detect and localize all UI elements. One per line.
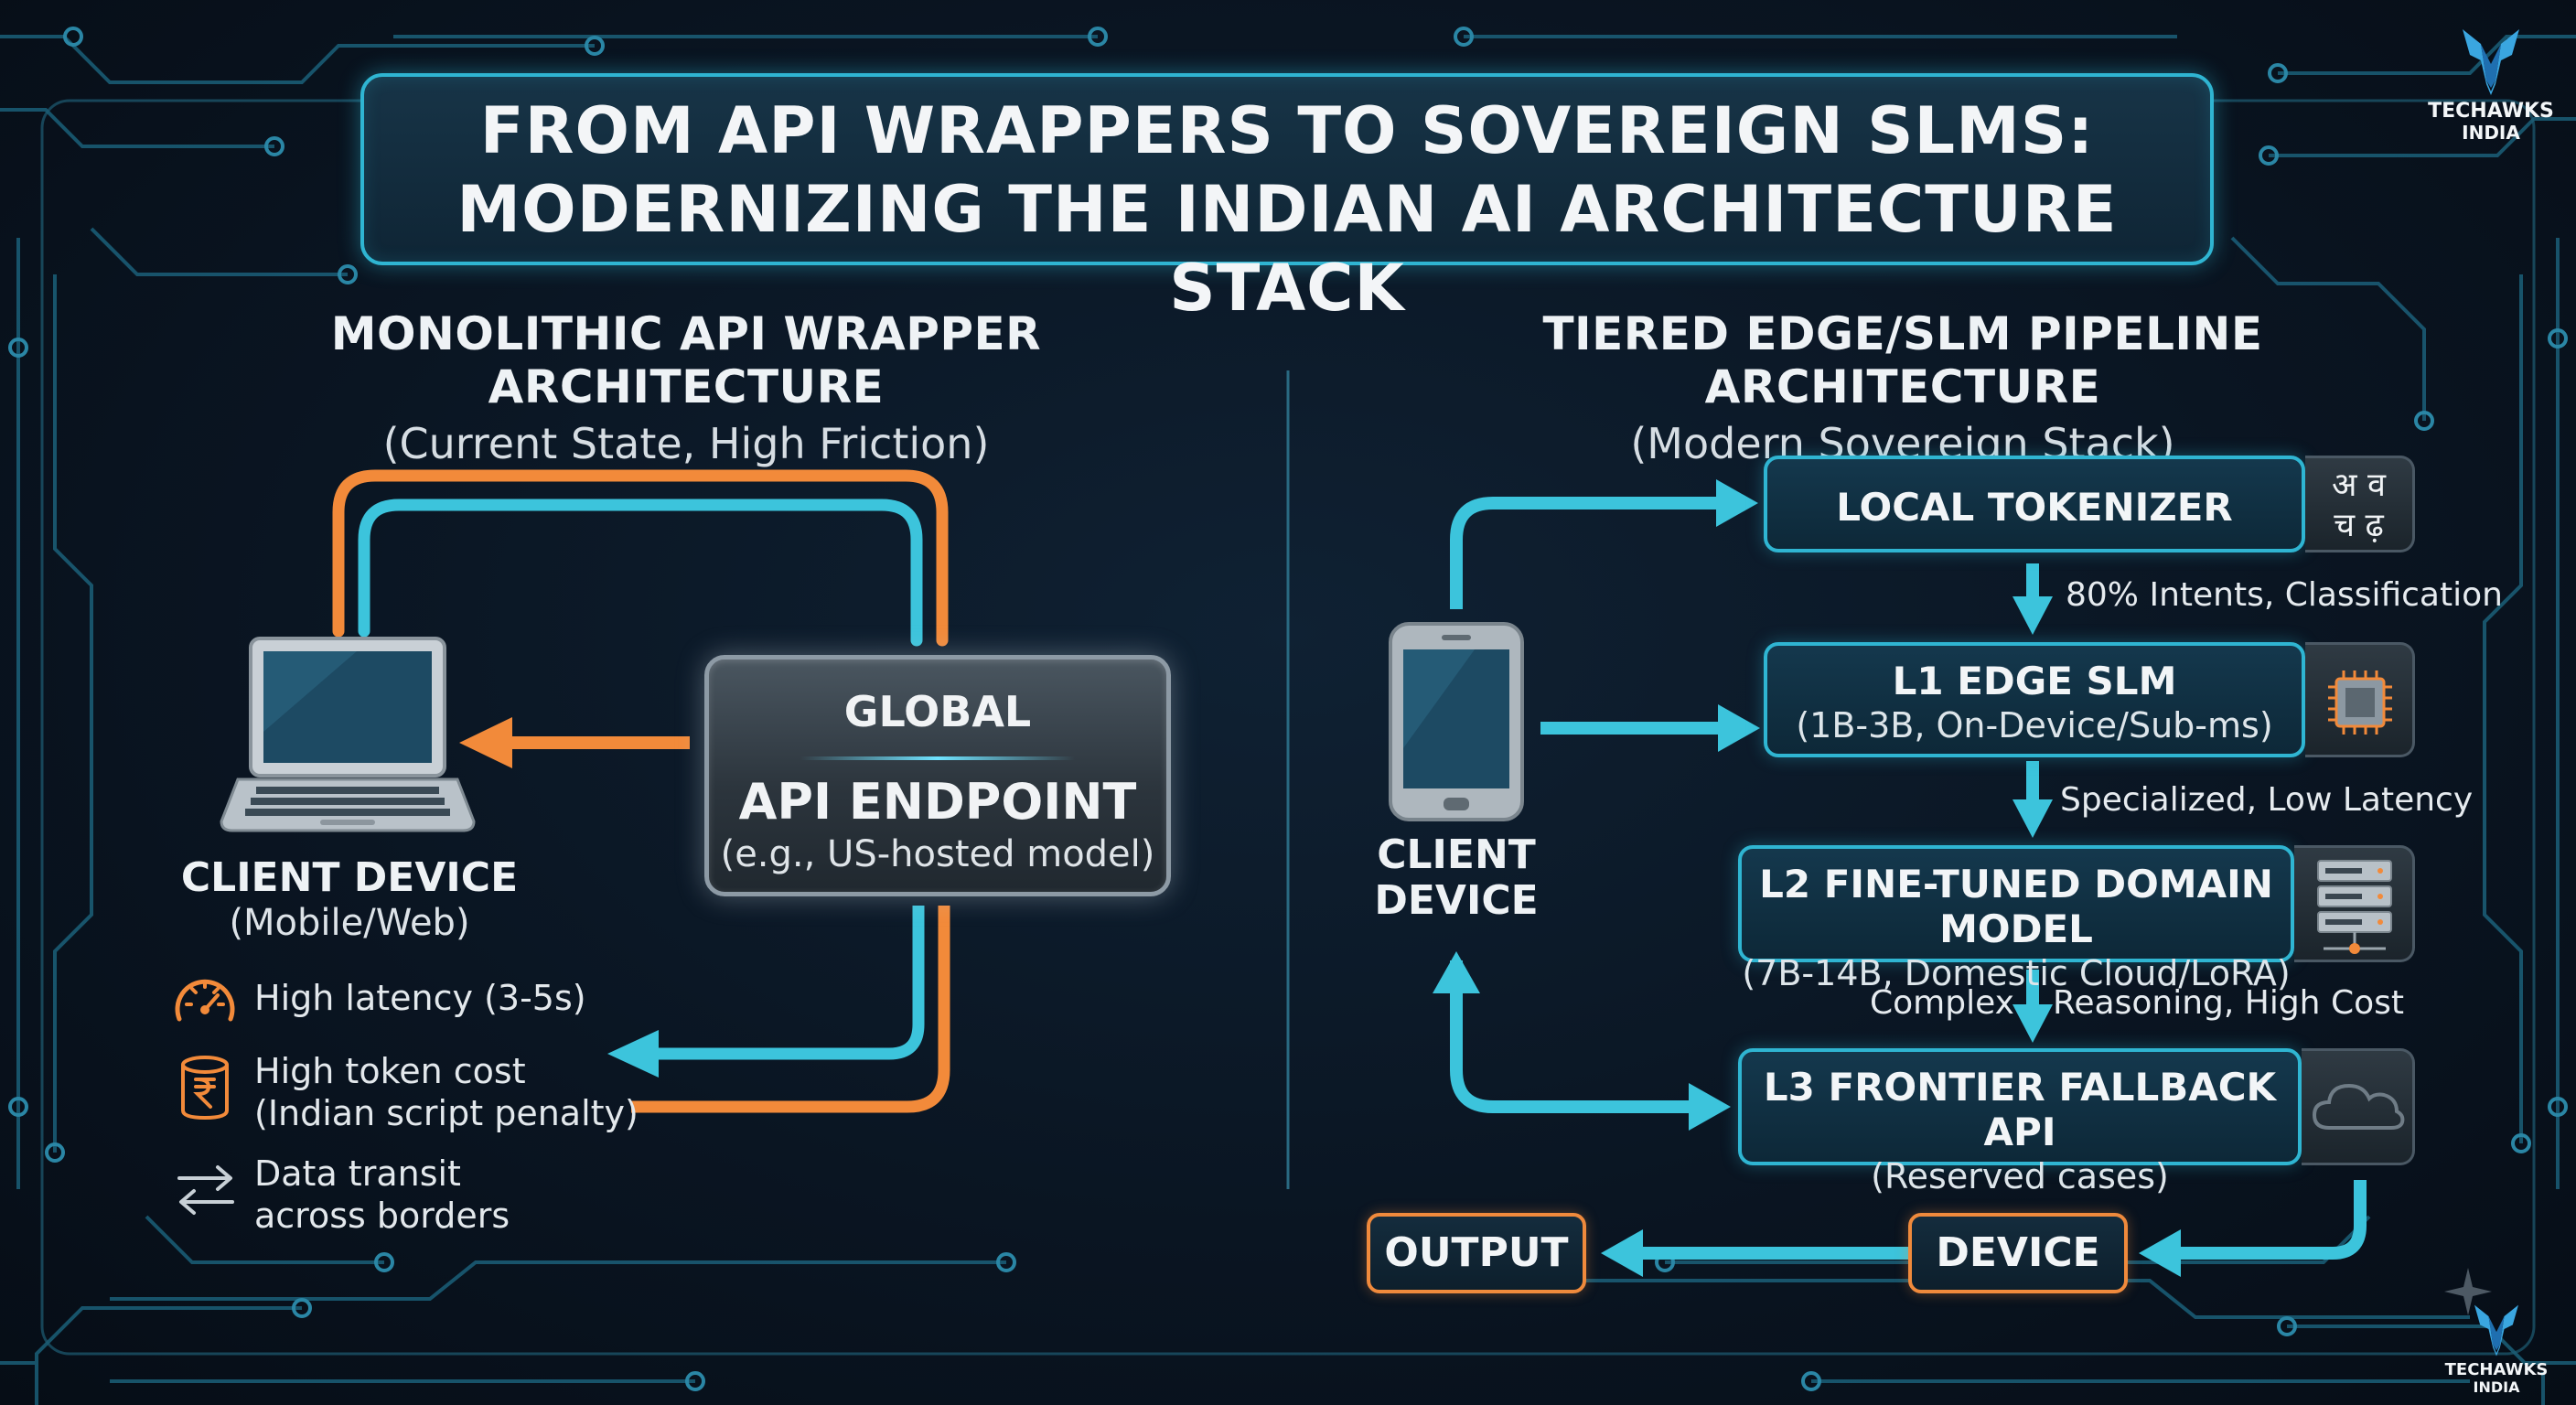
device-box: DEVICE [1908,1213,2128,1293]
title-line-2: MODERNIZING THE INDIAN AI ARCHITECTURE S… [456,172,2118,326]
issue-token-cost: High token cost (Indian script penalty) [254,1050,639,1134]
l3-fallback-api-title: L3 FRONTIER FALLBACK API [1763,1065,2277,1154]
pipeline-arrowheads [1433,479,2181,1277]
flow-label-2: Specialized, Low Latency [2060,781,2474,819]
l1-edge-slm-subtitle: (1B-3B, On-Device/Sub-ms) [1796,705,2273,745]
output-box: OUTPUT [1367,1213,1586,1293]
hawk-logo-icon [2463,29,2519,95]
right-client-label-line-1: CLIENT [1377,831,1536,878]
issue-latency: High latency (3-5s) [254,977,586,1019]
l1-icon-panel [2305,642,2415,757]
devanagari-glyphs-2: च ढ़ [2334,507,2384,544]
flow-label-4: Reasoning, High Cost [2053,984,2404,1022]
brand-region: INDIA [2473,1378,2520,1396]
brand-name: TECHAWKS [2444,1360,2549,1379]
flow-label-3: Complex [1870,984,2014,1022]
title-line-1: FROM API WRAPPERS TO SOVEREIGN SLMS: [479,93,2095,168]
pipeline-arrows [1450,497,2367,1260]
l3-icon-panel [2302,1048,2415,1165]
l3-fallback-api-box: L3 FRONTIER FALLBACK API (Reserved cases… [1738,1048,2302,1196]
response-arrow [459,717,690,768]
loop-arrow-top [332,469,949,647]
hawk-logo-icon [2474,1304,2519,1357]
smartphone-icon [1389,622,1524,821]
title-banner: FROM API WRAPPERS TO SOVEREIGN SLMS: MOD… [360,73,2214,326]
sparkle-icon [2444,1268,2492,1315]
l1-edge-slm-title: L1 EDGE SLM [1892,659,2177,703]
flow-label-1: 80% Intents, Classification [2066,576,2503,614]
issue-transit-line-1: Data transit [254,1153,461,1194]
issue-latency-line-1: High latency (3-5s) [254,978,586,1018]
api-divider [800,756,1075,760]
api-example-label: (e.g., US-hosted model) [720,833,1155,875]
issue-token-line-2: (Indian script penalty) [254,1093,639,1133]
brand-logo-bottom: TECHAWKS INDIA [2437,1301,2556,1396]
right-client-label: CLIENT DEVICE [1365,832,1548,924]
l2-domain-model-box: L2 FINE-TUNED DOMAIN MODEL (7B-14B, Dome… [1738,845,2294,993]
local-tokenizer-title: LOCAL TOKENIZER [1836,485,2233,530]
tokenizer-icon-panel: अ व च ढ़ [2305,456,2415,552]
l2-icon-panel [2294,845,2415,962]
issue-token-line-1: High token cost [254,1051,526,1091]
issue-transit-line-2: across borders [254,1196,510,1236]
left-client-sublabel: (Mobile/Web) [229,902,470,944]
chip-icon [2328,670,2392,735]
api-endpoint-box: GLOBAL API ENDPOINT (e.g., US-hosted mod… [704,655,1171,896]
left-client-label: CLIENT DEVICE [180,854,519,901]
transfer-arrows-icon [177,1165,234,1215]
server-icon [2317,860,2392,954]
local-tokenizer-box: LOCAL TOKENIZER [1764,456,2305,552]
right-heading-title: TIERED EDGE/SLM PIPELINE ARCHITECTURE [1542,307,2263,413]
left-heading-subtitle: (Current State, High Friction) [382,419,990,468]
left-heading-title: MONOLITHIC API WRAPPER ARCHITECTURE [330,307,1042,413]
speedometer-icon [175,979,235,1022]
brand-name: TECHAWKS [2428,100,2554,123]
api-global-label: GLOBAL [843,687,1032,736]
left-heading: MONOLITHIC API WRAPPER ARCHITECTURE (Cur… [137,307,1235,468]
l2-domain-model-title: L2 FINE-TUNED DOMAIN MODEL [1759,862,2273,951]
devanagari-glyphs-1: अ व [2332,467,2386,504]
cloud-icon [2312,1083,2405,1130]
laptop-icon [220,637,476,832]
loop-arrow-bottom [607,906,950,1113]
brand-logo-top: TECHAWKS INDIA [2422,24,2560,143]
l3-fallback-api-subtitle: (Reserved cases) [1871,1156,2169,1196]
right-client-label-line-2: DEVICE [1374,877,1539,924]
l1-edge-slm-box: L1 EDGE SLM (1B-3B, On-Device/Sub-ms) [1764,642,2305,757]
l2-domain-model-subtitle: (7B-14B, Domestic Cloud/LoRA) [1742,953,2291,993]
issue-data-transit: Data transit across borders [254,1153,510,1237]
devanagari-script-icon: अ व च ढ़ [2305,458,2412,546]
rupee-coin-icon [181,1056,229,1121]
brand-region: INDIA [2462,122,2520,144]
api-endpoint-label: API ENDPOINT [738,773,1137,831]
